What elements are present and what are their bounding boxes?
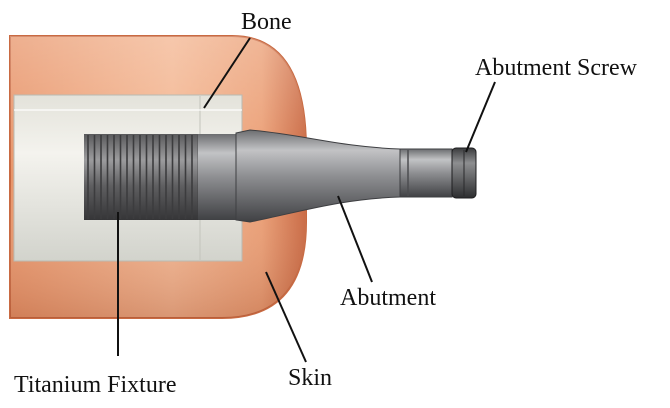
leader-abutment: [338, 196, 372, 282]
abutment-screw: [452, 148, 476, 198]
leader-abutment-screw: [466, 82, 495, 152]
label-abutment: Abutment: [340, 286, 436, 310]
abutment: [236, 130, 452, 222]
label-titanium-fixture: Titanium Fixture: [14, 373, 176, 397]
label-bone: Bone: [241, 10, 292, 34]
label-abutment-screw: Abutment Screw: [475, 56, 637, 80]
titanium-fixture: [84, 134, 246, 220]
label-skin: Skin: [288, 366, 332, 390]
